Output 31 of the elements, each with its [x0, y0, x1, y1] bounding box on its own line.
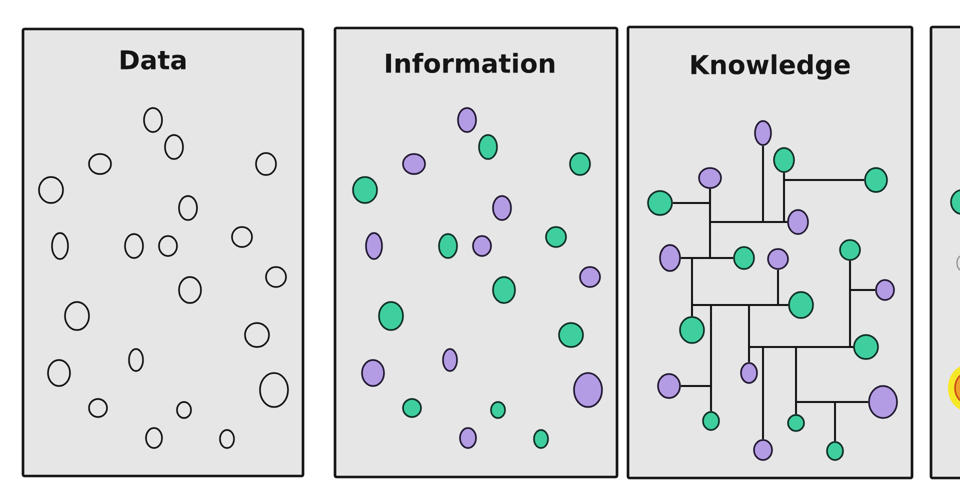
panel: Data	[22, 28, 304, 478]
circle	[259, 372, 289, 408]
connector-line	[709, 188, 734, 259]
dot	[647, 190, 673, 216]
dot	[352, 176, 378, 204]
dot	[361, 359, 385, 387]
connector-line	[834, 401, 868, 442]
dot	[378, 301, 404, 331]
circle	[244, 322, 270, 348]
dot	[679, 316, 705, 344]
dot	[573, 372, 603, 408]
dot	[490, 401, 506, 419]
dot	[558, 322, 584, 348]
dot	[657, 373, 681, 399]
dot	[788, 291, 814, 319]
panel: Knowledge	[626, 26, 914, 480]
connector-line	[783, 172, 864, 181]
dot	[950, 189, 960, 215]
circle	[47, 359, 71, 387]
circle	[176, 401, 192, 419]
panel: Information	[334, 26, 618, 478]
circle	[64, 301, 90, 331]
dot	[492, 276, 516, 304]
dot	[853, 334, 879, 360]
connector-line	[680, 385, 712, 412]
circle	[178, 276, 202, 304]
panel	[930, 26, 960, 480]
dot	[864, 167, 888, 193]
dot	[868, 385, 898, 419]
circle	[38, 176, 64, 204]
connector-line	[849, 260, 876, 291]
